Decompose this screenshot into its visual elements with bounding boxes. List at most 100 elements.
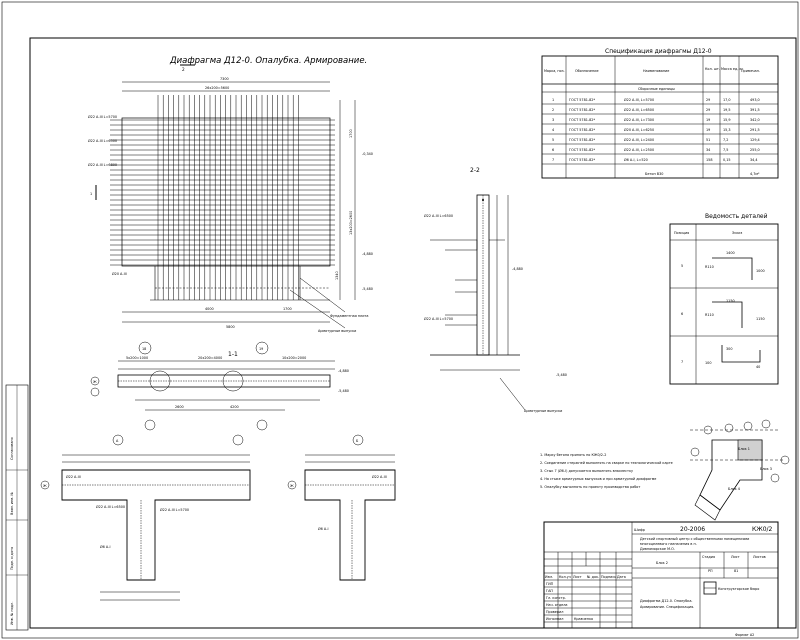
- bar-label-4: Ø20 А-III: [112, 271, 127, 276]
- stamp-row-header: Подпись: [601, 575, 616, 579]
- node-a-axis: Ж: [43, 484, 47, 488]
- dim-bottom2: 1700: [283, 307, 292, 311]
- notes: 1. Марку бетона принять по КЖ0/2-2 2. Сое…: [540, 453, 673, 489]
- stamp-row-header: № док.: [587, 575, 599, 579]
- s11-dim3: 10х200=2000: [282, 356, 306, 360]
- title-block: [543, 521, 779, 629]
- dim-bottom1: 4000: [205, 307, 214, 311]
- spec-cell-code: ГОСТ 5781-82*: [569, 118, 595, 122]
- details-table: [669, 223, 779, 385]
- note-line: 1. Марку бетона принять по КЖ0/2-2: [540, 453, 606, 457]
- spec-title: Спецификация диафрагмы Д12-0: [605, 48, 712, 55]
- stamp-project-2: многоцелевого назначения в п.: [640, 542, 697, 546]
- s22-vyp: Арматурные выпуски: [524, 409, 562, 413]
- node-b-bar7: Ø6 А-I: [318, 526, 328, 531]
- detail-dim-3: R110: [705, 265, 714, 269]
- spec-cell-qty: 29: [706, 108, 710, 112]
- spec-cell-mass: 15,3: [723, 128, 731, 132]
- s11-elev2: -5,480: [338, 389, 349, 393]
- stamp-role: Нач. отдела: [546, 603, 568, 607]
- spec-cell-note: 34,4: [750, 158, 758, 162]
- stamp-number: 20-2006: [680, 526, 705, 533]
- note-line: 2. Соединение стержней выполнять на свар…: [540, 461, 673, 465]
- spec-cell-qty: 19: [706, 128, 710, 132]
- spec-cell-mass: 19,5: [723, 108, 731, 112]
- spec-group: Сборочные единицы: [638, 87, 675, 91]
- details-h-pos: Позиция: [674, 231, 689, 235]
- section-2-2: [430, 194, 526, 411]
- stamp-block: Блок 2: [656, 561, 668, 565]
- stamp-sheet-label: Лист: [731, 555, 740, 559]
- spec-cell-name: Ø22 А-III, L=7300: [624, 117, 654, 122]
- detail-dim-3: 100: [705, 361, 711, 365]
- spec-cell-pos: 2: [552, 108, 554, 112]
- node-a-bar2: Ø22 А-III L=6500: [96, 504, 125, 509]
- stamp-row-header: Изм.: [545, 575, 553, 579]
- spec-h-note: Примечан.: [741, 69, 760, 73]
- spec-h-name: Наименование: [643, 69, 669, 73]
- spec-cell-pos: 6: [552, 148, 554, 152]
- key-block3: Блок 3: [760, 467, 772, 471]
- axis-19: 19: [259, 347, 263, 351]
- s22-bar5: Ø22 А-III L=6500: [424, 213, 453, 218]
- node-a: [40, 434, 251, 601]
- drawing-title: Диафрагма Д12-0. Опалубка. Армирование.: [169, 56, 367, 66]
- spec-cell-code: ГОСТ 5781-82*: [569, 98, 595, 102]
- node-b-bar: Ø22 А-III: [372, 474, 387, 479]
- stamp-sheet: 81: [734, 569, 738, 573]
- spec-cell-name: Ø22 А-III, L=6500: [624, 107, 654, 112]
- s11-dim2: 20х200=4000: [198, 356, 222, 360]
- spec-cell-qty: 19: [706, 118, 710, 122]
- detail-pos: 5: [681, 264, 683, 268]
- stamp-format: Формат А2: [735, 633, 754, 637]
- spec-cell-name: Ø6 А-I, L=520: [624, 157, 648, 162]
- spec-cell-note: 255,0: [750, 148, 760, 152]
- key-block4: Блок 4: [728, 487, 740, 491]
- stamp-row-header: Дата: [617, 575, 626, 579]
- spec-cell-note: 129,4: [750, 138, 760, 142]
- stamp-company: Конструкторское бюро: [718, 587, 759, 591]
- s11-dim4: 2600: [175, 405, 184, 409]
- spec-cell-name: Ø22 А-III, L=2400: [624, 137, 654, 142]
- dim-top: 7300: [220, 77, 229, 81]
- side-stamp-agreed: Согласовано: [10, 437, 14, 460]
- title-mark: 2: [182, 67, 185, 72]
- spec-cell-pos: 7: [552, 158, 554, 162]
- dim-pitch: 26х200=5600: [205, 86, 229, 90]
- node-a-label: А: [116, 439, 119, 443]
- stamp-person: Кравченко: [574, 617, 593, 621]
- spec-cell-code: ГОСТ 5781-82*: [569, 128, 595, 132]
- stamp-role: Гл. констр.: [546, 596, 566, 600]
- detail-dim-2: 1150: [756, 317, 765, 321]
- spec-cell-note: 493,0: [750, 98, 760, 102]
- spec-cell-name: Ø22 А-III, L=5700: [624, 97, 654, 102]
- inner-frame: [29, 37, 797, 629]
- side-stamp-sign: Подп. и дата: [10, 547, 14, 570]
- node-a-bar7: Ø6 А-I: [100, 544, 110, 549]
- stamp-sheets-label: Листов: [753, 555, 766, 559]
- spec-cell-code: ГОСТ 5781-82*: [569, 148, 595, 152]
- axis-18: 18: [142, 347, 146, 351]
- s22-elev2: -5,480: [556, 373, 567, 377]
- spec-footer-note: 4,7м³: [750, 172, 760, 176]
- spec-cell-qty: 158: [706, 158, 712, 162]
- detail-dim-2: 1000: [756, 269, 765, 273]
- stamp-code-left: Шифр: [634, 528, 645, 532]
- bar-label-2: Ø22 А-III L=6500: [88, 138, 117, 143]
- spec-cell-note: 391,5: [750, 108, 760, 112]
- node-a-bar1: Ø22 А-III L=5700: [160, 507, 189, 512]
- stamp-stage: РП: [708, 569, 713, 573]
- spec-cell-pos: 5: [552, 138, 554, 142]
- spec-cell-name: Ø22 А-III, L=2500: [624, 147, 654, 152]
- spec-cell-mass: 0,15: [723, 158, 731, 162]
- stamp-project-3: Дивноморское М.О.: [640, 547, 675, 551]
- elevation-view: [95, 64, 356, 355]
- bar-label-3: Ø22 А-III L=6800: [88, 162, 117, 167]
- key-block1: Блок 1: [738, 447, 750, 451]
- side-stamp: Согласовано Инв. № подл. Подп. и дата Вз…: [5, 384, 29, 631]
- detail-pos: 7: [681, 360, 683, 364]
- section-1-1: [90, 360, 335, 431]
- node-b-label: Б: [356, 439, 359, 443]
